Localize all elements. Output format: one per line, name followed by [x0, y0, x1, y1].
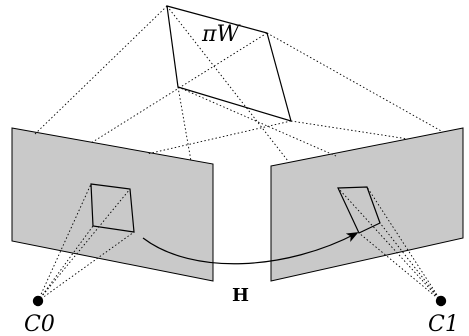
right-camera-ray — [358, 232, 442, 302]
left-image-plane — [11, 127, 214, 282]
right-camera-center — [435, 295, 447, 307]
left-projection-lines — [34, 5, 292, 162]
left-camera-label: C0 — [24, 312, 55, 336]
right-projection-line — [177, 86, 337, 157]
right-projection-lines — [166, 5, 444, 162]
left-camera-ray — [37, 225, 94, 302]
left-projection-line — [34, 5, 168, 135]
right-projection-line — [290, 120, 409, 140]
homography-arrow — [142, 232, 359, 265]
left-camera-ray — [37, 188, 131, 302]
left-camera-rays — [37, 183, 135, 302]
left-projection-line — [177, 86, 192, 162]
left-projection-line — [146, 120, 292, 155]
right-projection-line — [166, 5, 289, 162]
right-camera-label: C1 — [428, 312, 459, 336]
world-plane-label: πW — [201, 22, 241, 47]
right-camera-rays — [337, 186, 442, 302]
left-camera-center — [32, 295, 44, 307]
left-camera-ray — [37, 231, 135, 302]
right-camera-ray — [379, 222, 442, 302]
right-camera-ray — [337, 187, 442, 302]
right-projection-line — [266, 32, 444, 133]
homography-label: H — [232, 285, 249, 306]
left-projection-line — [90, 32, 268, 144]
right-image-plane — [270, 127, 464, 282]
left-camera-ray — [37, 183, 92, 302]
